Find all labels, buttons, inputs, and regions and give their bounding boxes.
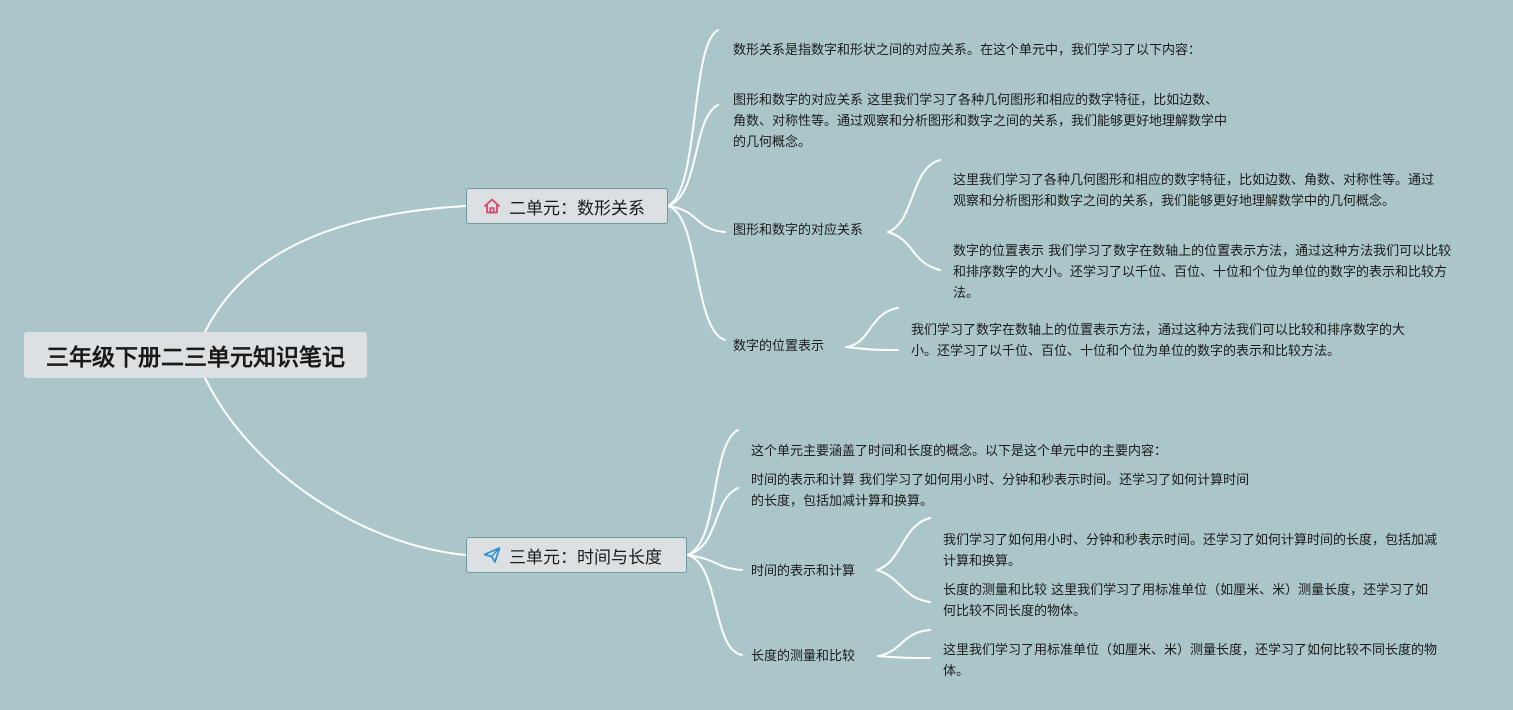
unit3-intro-text[interactable]: 这个单元主要涵盖了时间和长度的概念。以下是这个单元中的主要内容： — [751, 444, 1168, 459]
branch-unit2[interactable]: 二单元：数形关系 — [466, 188, 668, 224]
connector-unit3-topic-b — [687, 554, 743, 656]
connector-u3b-child1-b — [877, 655, 931, 659]
unit3-topic-a-child-2[interactable]: 长度的测量和比较 这里我们学习了用标准单位（如厘米、米）测量长度，还学习了如何比… — [943, 583, 1429, 619]
unit2-topic-b-label[interactable]: 数字的位置表示 — [733, 339, 825, 354]
root-topic[interactable]: 三年级下册二三单元知识笔记 — [24, 332, 367, 378]
connector-unit3-topic-a — [687, 554, 743, 571]
connector-u3a-child2 — [876, 569, 931, 603]
unit2-intro-text[interactable]: 数形关系是指数字和形状之间的对应关系。在这个单元中，我们学习了以下内容： — [733, 43, 1202, 58]
connector-root-unit2 — [204, 205, 467, 333]
connector-unit2-topic-a — [667, 205, 726, 233]
connector-unit2-intro — [667, 29, 719, 207]
connector-unit3-intro — [687, 429, 739, 556]
root-topic-label: 三年级下册二三单元知识笔记 — [46, 345, 345, 371]
home-icon — [481, 195, 503, 217]
unit2-topic-a-label[interactable]: 图形和数字的对应关系 — [733, 223, 864, 238]
connector-unit2-topic-b — [667, 205, 726, 341]
branch-unit2-label: 二单元：数形关系 — [509, 198, 645, 219]
connector-u3b-child1 — [877, 629, 931, 657]
unit3-detail-text[interactable]: 时间的表示和计算 我们学习了如何用小时、分钟和秒表示时间。还学习了如何计算时间的… — [751, 473, 1250, 509]
unit3-topic-a-label[interactable]: 时间的表示和计算 — [751, 564, 856, 579]
unit3-topic-b-child-1[interactable]: 这里我们学习了用标准单位（如厘米、米）测量长度，还学习了如何比较不同长度的物体。 — [943, 643, 1438, 679]
connector-root-unit3 — [204, 377, 467, 556]
connector-unit2-detail — [667, 104, 719, 207]
unit2-topic-b-child-1[interactable]: 我们学习了数字在数轴上的位置表示方法，通过这种方法我们可以比较和排序数字的大小。… — [911, 323, 1406, 359]
unit3-topic-a-child-1[interactable]: 我们学习了如何用小时、分钟和秒表示时间。还学习了如何计算时间的长度，包括加减计算… — [943, 533, 1438, 569]
unit2-topic-a-child-2[interactable]: 数字的位置表示 我们学习了数字在数轴上的位置表示方法，通过这种方法我们可以比较和… — [953, 244, 1452, 301]
unit3-topic-b-label[interactable]: 长度的测量和比较 — [751, 649, 856, 664]
branch-unit3[interactable]: 三单元：时间与长度 — [466, 537, 687, 573]
connector-u2a-child1 — [887, 159, 941, 233]
connector-u2a-child2 — [887, 231, 941, 271]
connector-unit3-detail — [687, 487, 739, 556]
paper-plane-icon — [481, 544, 503, 566]
unit2-detail-text[interactable]: 图形和数字的对应关系 这里我们学习了各种几何图形和相应的数字特征，比如边数、角数… — [733, 93, 1228, 150]
branch-unit3-label: 三单元：时间与长度 — [509, 547, 662, 568]
unit2-topic-a-child-1[interactable]: 这里我们学习了各种几何图形和相应的数字特征，比如边数、角数、对称性等。通过观察和… — [953, 173, 1435, 209]
connector-u3a-child1 — [876, 517, 931, 571]
